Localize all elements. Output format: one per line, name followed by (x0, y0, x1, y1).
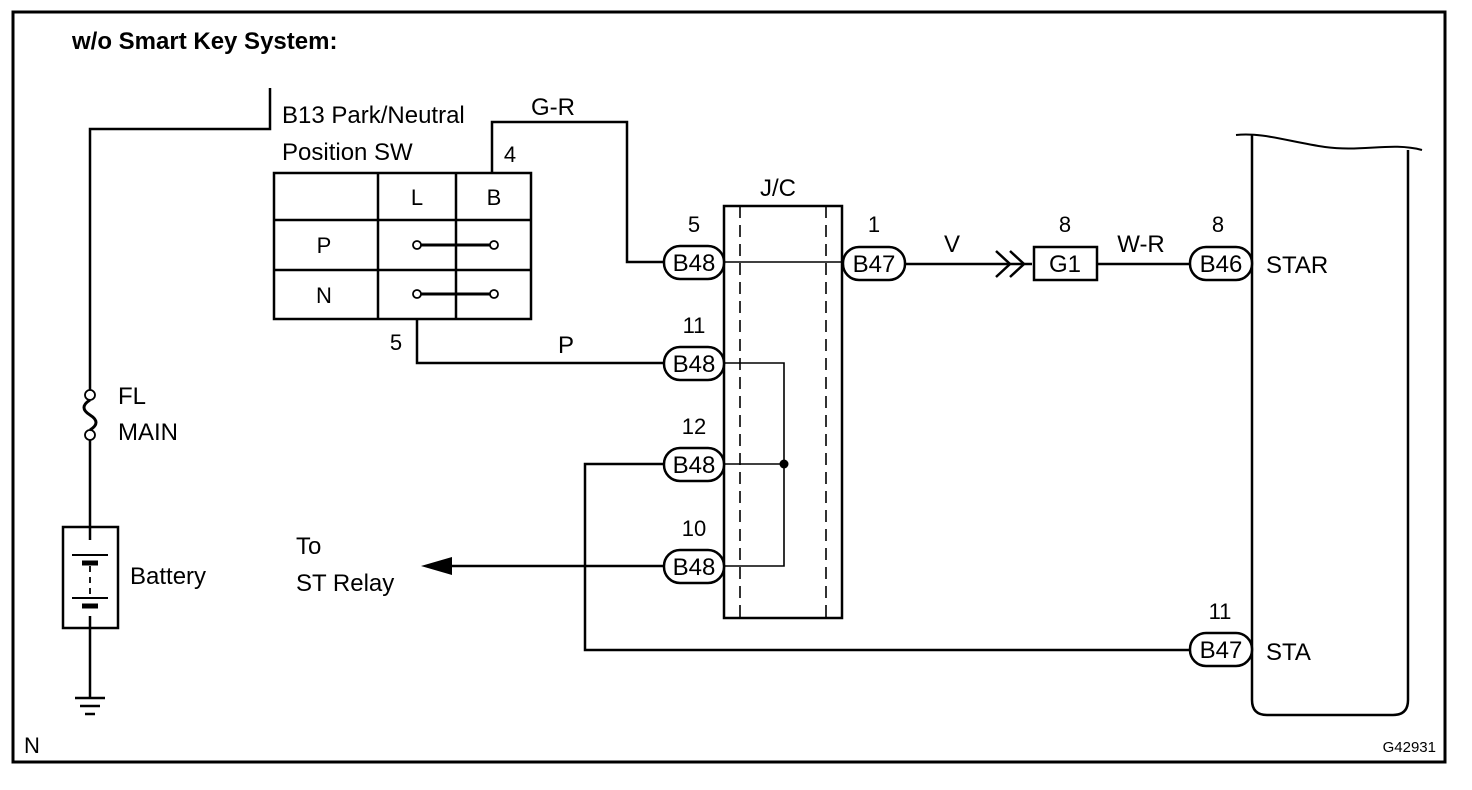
wire-to-sta (583, 462, 1190, 652)
continuity-mark-n (412, 289, 499, 299)
switch-column-l: L (411, 185, 423, 210)
svg-text:11: 11 (1209, 599, 1232, 624)
relay-label-line1: To (296, 533, 321, 560)
continuity-mark-p (412, 240, 499, 250)
svg-text:B48: B48 (673, 554, 716, 581)
battery-label: Battery (130, 563, 206, 590)
relay-label-line2: ST Relay (296, 570, 394, 597)
svg-text:11: 11 (683, 313, 706, 338)
fusible-link-icon (82, 389, 98, 441)
connector-b46-pin8: B46 8 (1188, 212, 1254, 282)
ecu-body (1235, 133, 1423, 717)
svg-text:B48: B48 (673, 452, 716, 479)
svg-text:G1: G1 (1049, 251, 1081, 278)
terminal-star: STAR (1266, 252, 1328, 279)
svg-text:B48: B48 (673, 250, 716, 277)
svg-text:1: 1 (868, 212, 880, 237)
terminal-sta: STA (1266, 639, 1311, 666)
wire-color-p: P (558, 332, 574, 359)
park-neutral-switch: L B P N (272, 171, 533, 321)
connector-b48-pin10: B48 10 (662, 516, 726, 585)
switch-name-line1: B13 Park/Neutral (282, 102, 465, 129)
connector-b48-pin5: B48 5 (662, 212, 726, 281)
wire-color-w-r: W-R (1117, 231, 1165, 258)
fuse-label-line2: MAIN (118, 419, 178, 446)
svg-text:5: 5 (688, 212, 700, 237)
power-supply-wire (88, 88, 272, 698)
switch-column-b: B (487, 185, 502, 210)
switch-name-line2: Position SW (282, 139, 413, 166)
switch-row-n: N (316, 283, 332, 308)
svg-text:8: 8 (1059, 212, 1071, 237)
jc-label: J/C (760, 175, 796, 202)
arrow-left-icon (421, 557, 452, 575)
switch-row-p: P (317, 233, 332, 258)
splice-point (779, 459, 789, 469)
switch-pin-4: 4 (504, 142, 516, 167)
junction-connector (722, 204, 844, 620)
diagram-frame (11, 10, 1447, 764)
svg-text:B48: B48 (673, 351, 716, 378)
battery-icon (61, 525, 120, 630)
svg-text:B46: B46 (1200, 251, 1243, 278)
connector-b48-pin12: B48 12 (662, 414, 726, 483)
svg-text:B47: B47 (853, 251, 896, 278)
corner-label: N (24, 733, 40, 758)
wire-p (415, 319, 664, 365)
svg-text:B47: B47 (1200, 637, 1243, 664)
svg-text:12: 12 (682, 414, 706, 439)
connector-b48-pin11: B48 11 (662, 313, 726, 382)
connector-g1: G1 8 (1032, 212, 1099, 282)
ground-icon (75, 696, 105, 716)
svg-text:8: 8 (1212, 212, 1224, 237)
connector-b47-pin11: B47 11 (1188, 599, 1254, 668)
wire-color-g-r: G-R (531, 94, 575, 121)
switch-pin-5: 5 (390, 330, 402, 355)
connector-b47-pin1: B47 1 (841, 212, 907, 282)
wire-v (905, 250, 1032, 278)
figure-code: G42931 (1383, 739, 1436, 756)
wire-g-r (490, 120, 664, 264)
wire-color-v: V (944, 231, 960, 258)
svg-text:10: 10 (682, 516, 706, 541)
diagram-title: w/o Smart Key System: (71, 28, 337, 55)
fuse-label-line1: FL (118, 383, 146, 410)
wire-to-st-relay (421, 557, 664, 575)
